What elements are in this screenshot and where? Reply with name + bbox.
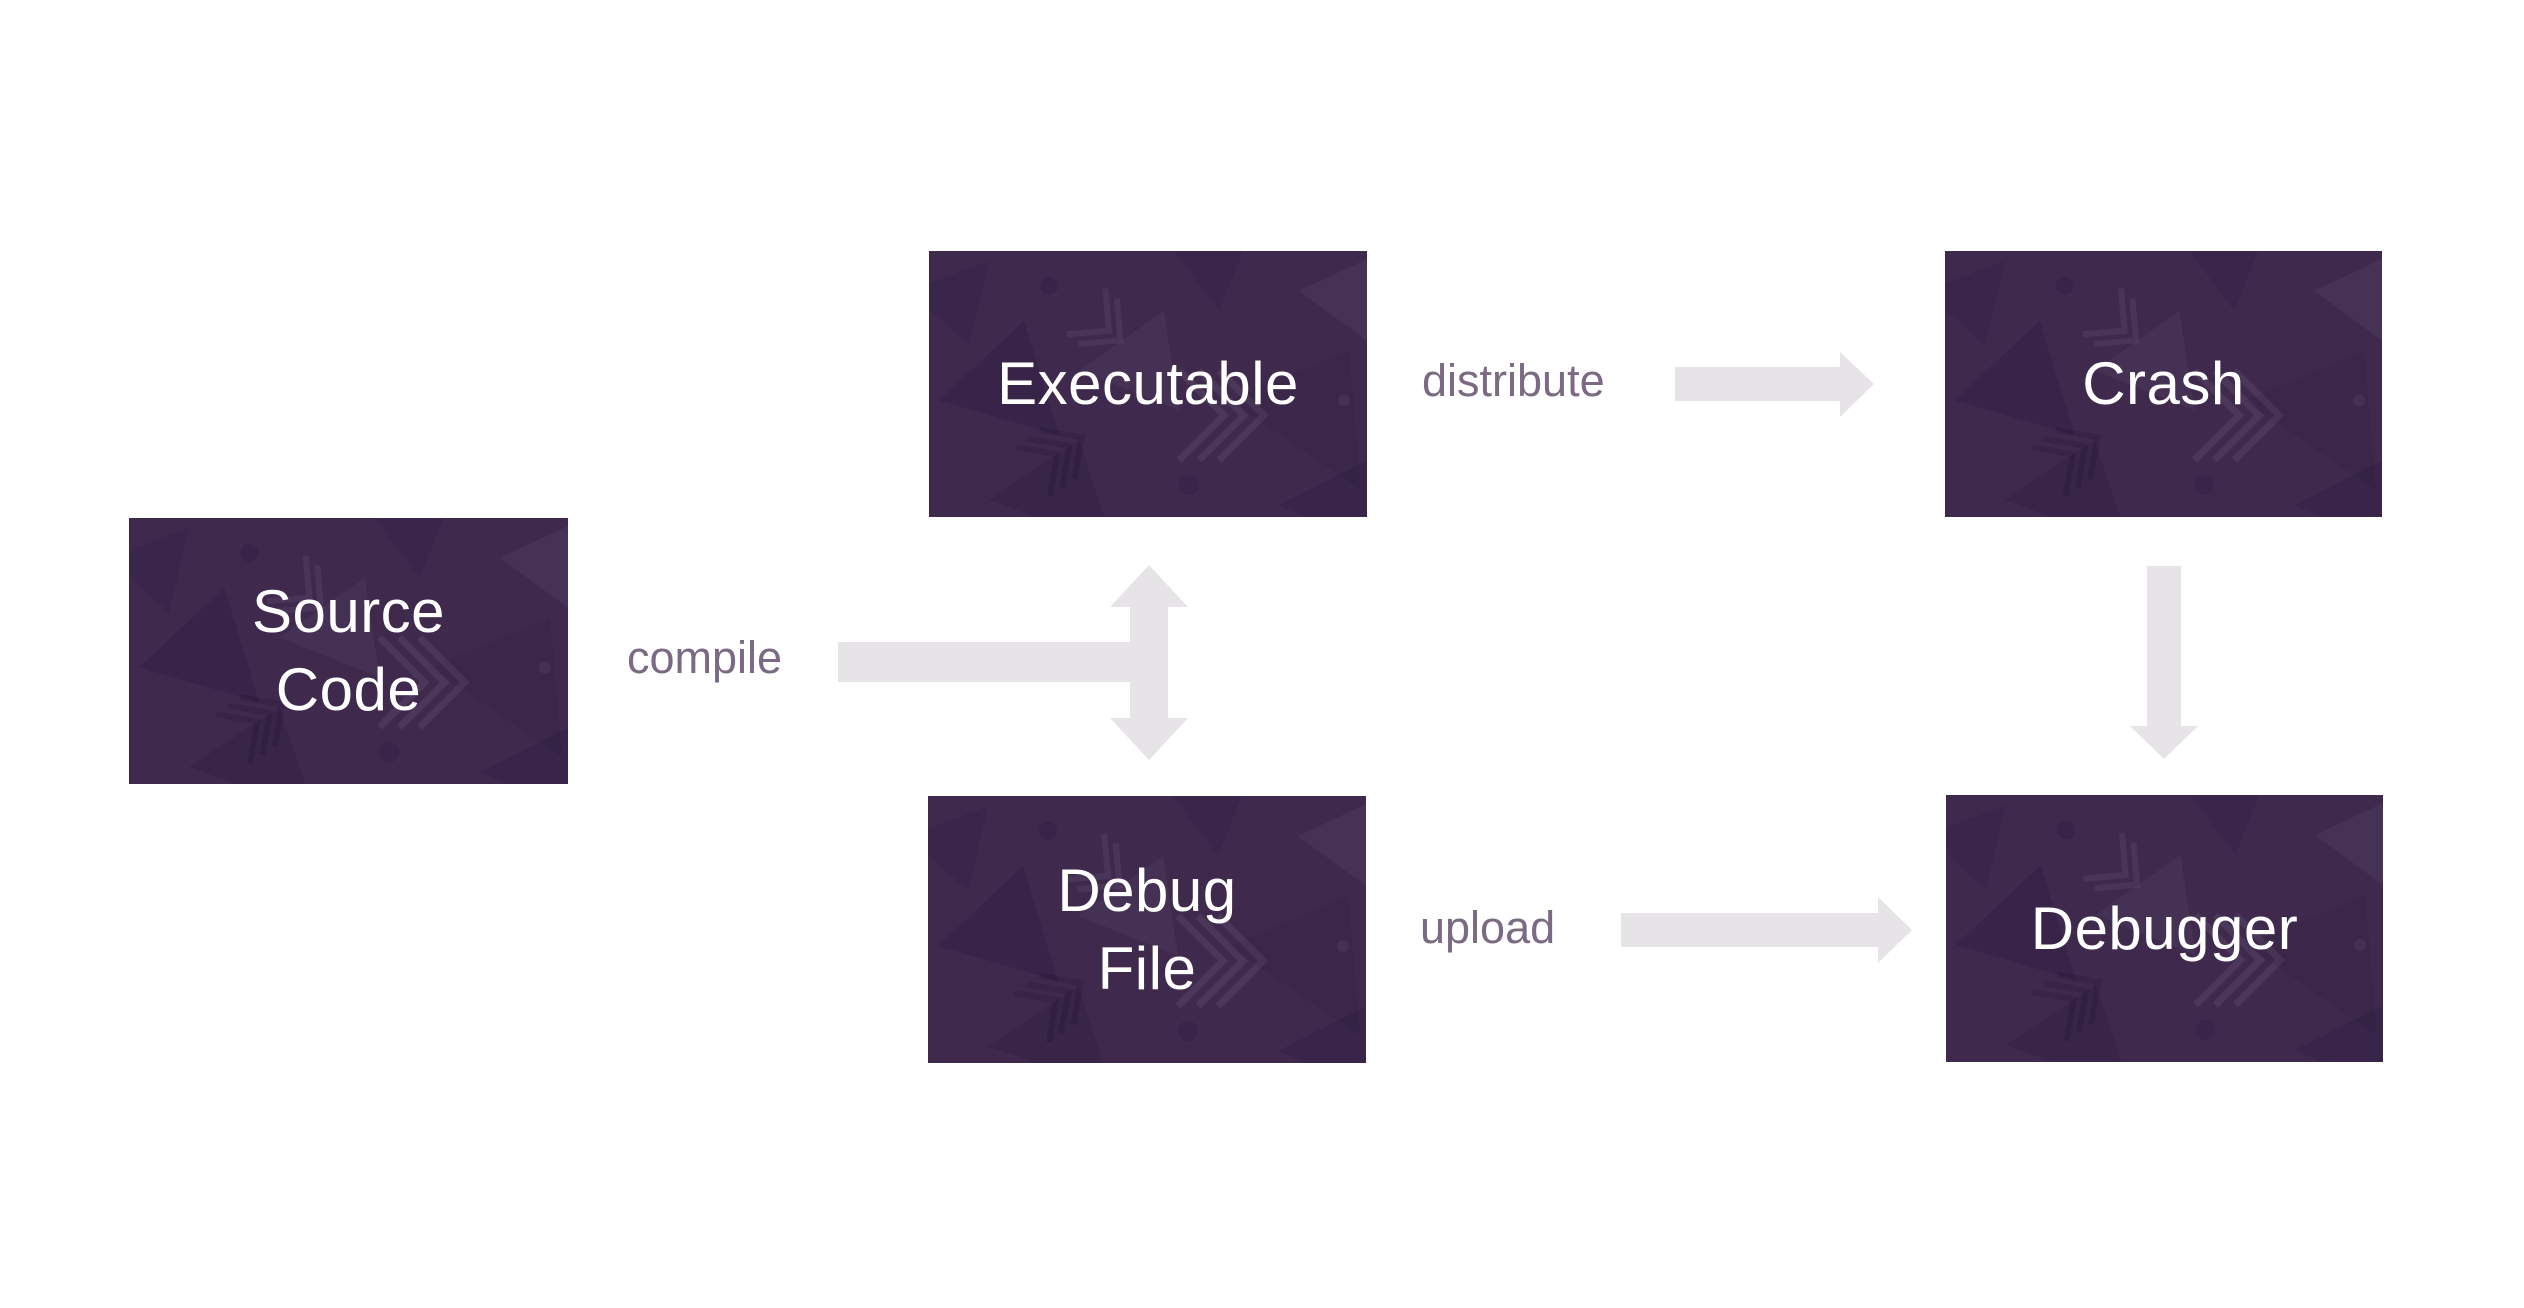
node-crash: Crash <box>1945 251 2382 517</box>
node-label: Source Code <box>251 578 446 723</box>
node-debug-file: Debug File <box>928 796 1366 1063</box>
node-label: Executable <box>997 350 1299 417</box>
node-source-code: Source Code <box>129 518 568 784</box>
node-executable: Executable <box>929 251 1367 517</box>
upload-arrow <box>1621 897 1912 963</box>
edge-label-compile: compile <box>627 632 783 683</box>
distribute-arrow <box>1675 352 1874 417</box>
compile-arrow-bar <box>838 642 1149 682</box>
node-label: Debugger <box>2030 894 2299 962</box>
edge-label-upload: upload <box>1420 902 1556 953</box>
node-label: Debug File <box>1057 856 1237 1002</box>
compile-split-double-arrow <box>1110 565 1188 760</box>
edge-label-distribute: distribute <box>1422 355 1605 406</box>
node-label: Crash <box>2082 350 2245 417</box>
node-debugger: Debugger <box>1946 795 2383 1062</box>
crash-to-debugger-arrow <box>2130 566 2198 759</box>
